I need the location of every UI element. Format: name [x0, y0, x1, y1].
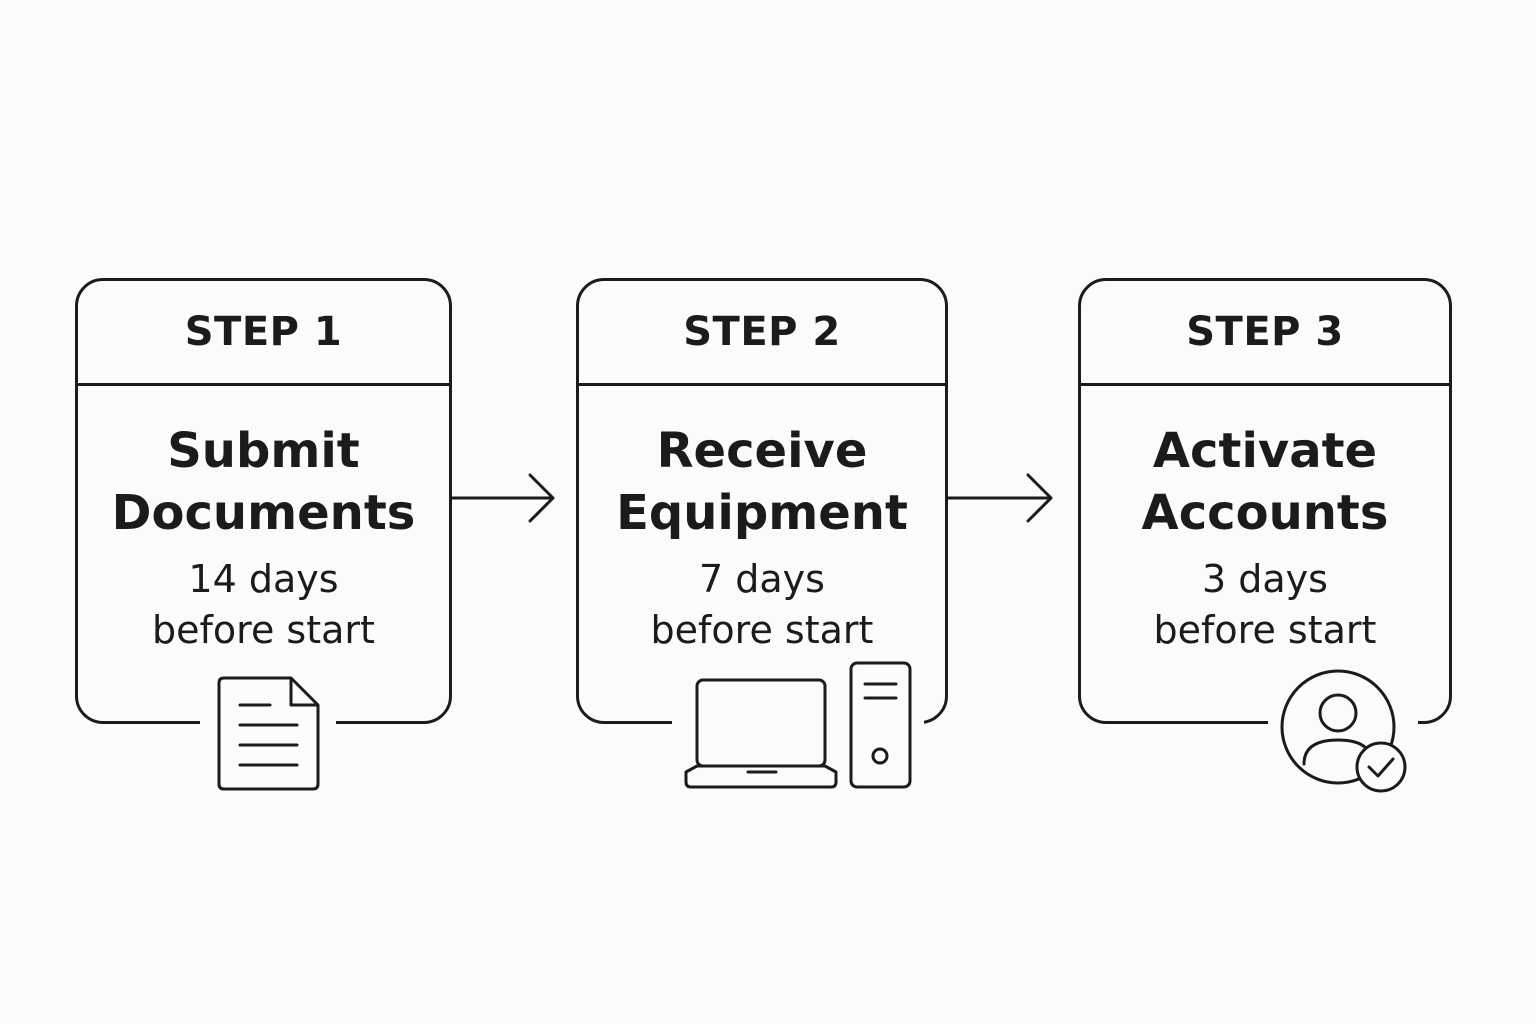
laptop-and-desktop-icon: [672, 650, 924, 800]
step-3-timing-line-1: 3 days: [1202, 557, 1328, 601]
step-3-timing-line-2: before start: [1153, 608, 1377, 652]
step-1-timing: 14 days before start: [78, 554, 449, 656]
step-1-card: STEP 1 Submit Documents 14 days before s…: [75, 278, 452, 724]
step-1-title-line-2: Documents: [111, 485, 416, 541]
user-check-icon: [1268, 660, 1418, 800]
step-1-timing-line-2: before start: [152, 608, 375, 652]
step-3-title-line-2: Accounts: [1141, 485, 1389, 541]
step-3-title-line-1: Activate: [1152, 423, 1378, 479]
arrow-right-icon: [948, 473, 1053, 523]
document-icon: [200, 670, 336, 800]
step-2-title: Receive Equipment: [579, 420, 945, 544]
step-1-label: STEP 1: [78, 281, 449, 386]
step-1-title-line-1: Submit: [167, 423, 360, 479]
step-3-timing: 3 days before start: [1081, 554, 1449, 656]
step-1-timing-line-1: 14 days: [188, 557, 339, 601]
step-3-card: STEP 3 Activate Accounts 3 days before s…: [1078, 278, 1452, 724]
step-2-title-line-1: Receive: [656, 423, 868, 479]
arrow-right-icon: [452, 473, 555, 523]
step-2-timing: 7 days before start: [579, 554, 945, 656]
step-1-title: Submit Documents: [78, 420, 449, 544]
step-2-timing-line-2: before start: [650, 608, 874, 652]
step-3-label: STEP 3: [1081, 281, 1449, 386]
step-2-title-line-2: Equipment: [616, 485, 908, 541]
step-2-timing-line-1: 7 days: [699, 557, 825, 601]
step-2-label: STEP 2: [579, 281, 945, 386]
step-3-title: Activate Accounts: [1081, 420, 1449, 544]
step-2-card: STEP 2 Receive Equipment 7 days before s…: [576, 278, 948, 724]
